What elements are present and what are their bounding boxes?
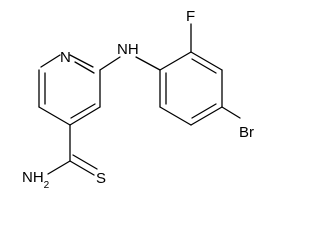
bond-c2prime-c3prime-double [191, 58, 217, 74]
bond-c2-nh [99, 56, 121, 71]
bond-thiocarbonyl-nh2 [47, 160, 71, 175]
bond-c4-c3 [69, 106, 101, 126]
thioamide-group [47, 124, 98, 176]
bond-c2-n1-double [74, 61, 95, 74]
atom-label-amide-nh2: NH2 [22, 169, 50, 191]
bond-c4-c3-double [70, 103, 96, 119]
bond-thiocarbonyl-s-1 [69, 160, 95, 176]
bond-c4prime-c5prime [190, 106, 223, 126]
bond-c4prime-c5prime-double [191, 103, 217, 119]
amide-nh2-subscript: 2 [44, 180, 50, 191]
bond-c5prime-c6prime [159, 106, 192, 126]
benzene-ring [159, 51, 223, 126]
chemical-structure: N NH F Br NH2 S [22, 8, 254, 191]
bond-nh-c1prime [135, 56, 161, 71]
bond-c1-c2prime [159, 51, 192, 71]
bond-thiocarbonyl-s-2 [72, 154, 98, 170]
amide-nh2-text: NH [22, 169, 44, 186]
pyridine-ring [38, 54, 101, 126]
atom-label-amine-nh: NH [117, 41, 139, 58]
bond-c4prime-bromine [221, 106, 241, 119]
atom-label-thione-s: S [96, 170, 106, 187]
amine-linker [99, 56, 161, 71]
bond-c2prime-c3prime [190, 51, 223, 71]
bond-c5-c4 [38, 106, 71, 126]
benzene-substituents [190, 23, 241, 119]
atom-label-pyridine-n: N [60, 49, 71, 66]
bond-c2-n1 [69, 54, 94, 68]
atom-label-fluorine: F [186, 8, 195, 25]
atom-label-bromine: Br [239, 124, 254, 141]
bond-n1-c6 [40, 54, 61, 68]
